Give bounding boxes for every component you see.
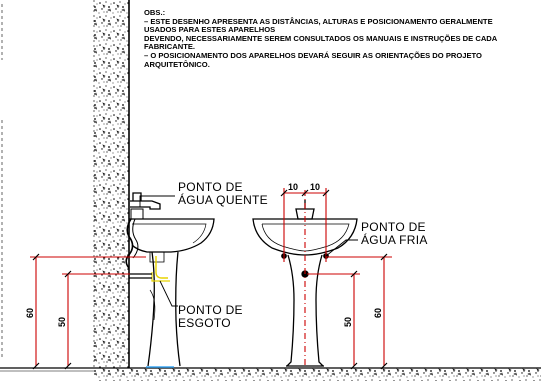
sink-side-view [125, 192, 215, 367]
wall [94, 0, 129, 368]
sewage-label-line2: ESGOTO [178, 316, 231, 330]
cold-water-label: PONTO DE ÁGUA FRIA [361, 221, 428, 247]
leader-lines [139, 195, 358, 307]
hot-water-label-line2: ÁGUA QUENTE [178, 193, 268, 207]
cold-water-label-line1: PONTO DE [361, 220, 426, 234]
notes-line: ARQUITETÔNICO. [144, 59, 210, 69]
dim-left-inner: 50 [57, 317, 67, 327]
floor [94, 368, 541, 381]
notes-line: DEVENDO, NECESSARIAMENTE SEREM CONSULTAD… [144, 33, 498, 43]
dim-top-left: 10 [288, 182, 298, 192]
dimension-lines [30, 188, 392, 370]
notes-line: USADOS PARA ESTES APARELHOS [144, 25, 276, 35]
dim-right-outer: 60 [373, 308, 383, 318]
notes-line: FABRICANTE. [144, 42, 196, 52]
dim-right-inner: 50 [343, 317, 353, 327]
notes-heading: OBS.: [144, 9, 166, 17]
notes-block: OBS.: – ESTE DESENHO APRESENTA AS DISTÂN… [144, 9, 541, 69]
sewage-label-line1: PONTO DE [178, 303, 243, 317]
dim-left-outer: 60 [25, 308, 35, 318]
sewage-label: PONTO DE ESGOTO [178, 304, 243, 330]
dim-top-right: 10 [310, 182, 320, 192]
notes-line: – O POSICIONAMENTO DOS APARELHOS DEVARÁ … [144, 50, 482, 60]
hot-water-label: PONTO DE ÁGUA QUENTE [178, 181, 268, 207]
notes-line: – ESTE DESENHO APRESENTA AS DISTÂNCIAS, … [144, 16, 493, 26]
cold-water-label-line2: ÁGUA FRIA [361, 233, 428, 247]
hot-water-label-line1: PONTO DE [178, 180, 243, 194]
